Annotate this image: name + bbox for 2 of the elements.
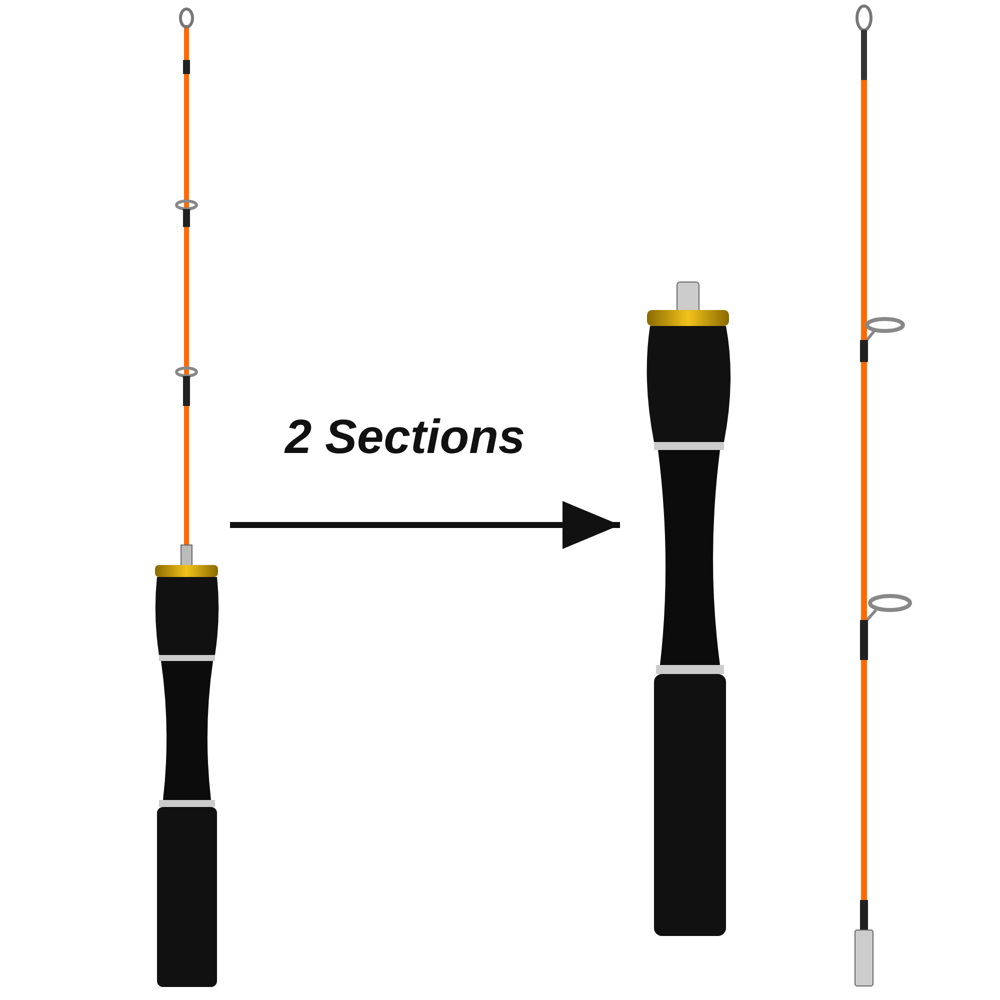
edge-label: 2 Sections <box>285 410 526 465</box>
arrow <box>230 501 620 549</box>
